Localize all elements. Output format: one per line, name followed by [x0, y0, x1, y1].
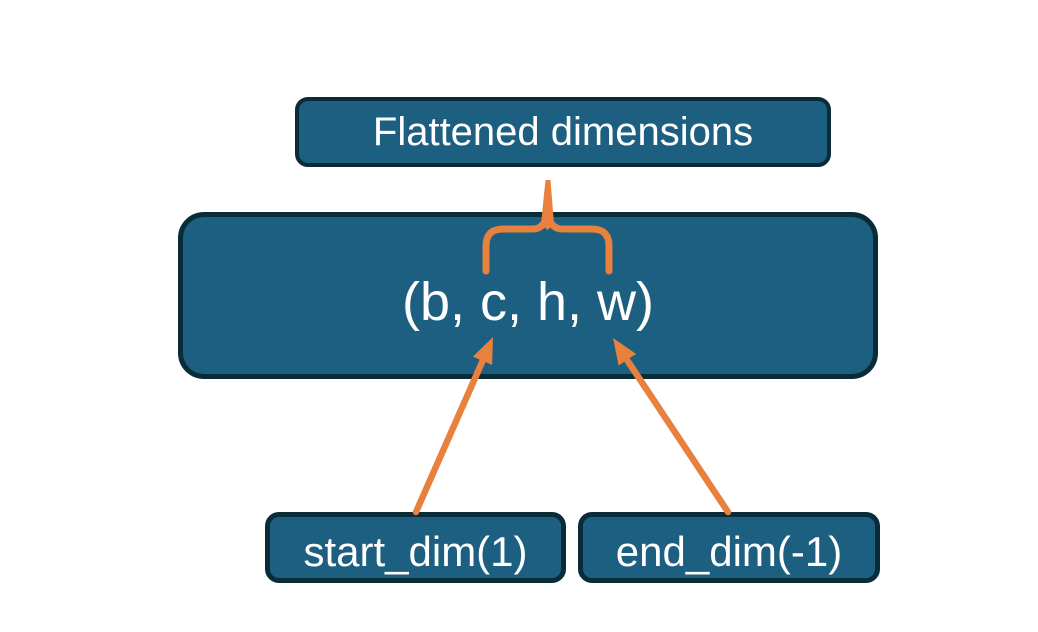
flattened-dimensions-box: Flattened dimensions — [295, 97, 831, 167]
start-dim-label: start_dim(1) — [303, 527, 528, 575]
start-dim-box: start_dim(1) — [265, 512, 566, 583]
tensor-shape-label: (b, c, h, w) — [401, 271, 655, 332]
flattened-dimensions-label: Flattened dimensions — [372, 109, 754, 154]
tensor-shape-box: (b, c, h, w) — [178, 212, 878, 379]
end-dim-box: end_dim(-1) — [578, 512, 880, 583]
end-dim-label: end_dim(-1) — [615, 527, 843, 575]
